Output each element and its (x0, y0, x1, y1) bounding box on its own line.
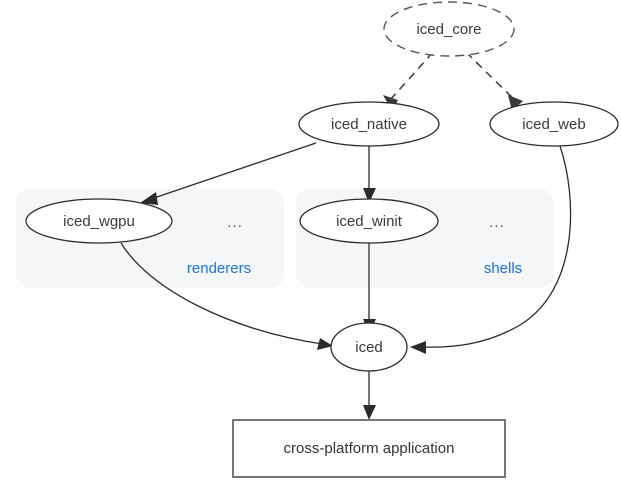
edge-iced-web-to-iced (410, 145, 572, 354)
node-iced-core-shape[interactable] (383, 1, 515, 57)
node-iced-shape[interactable] (330, 322, 408, 372)
edge-iced-native-to-iced-winit (363, 145, 376, 203)
arrowhead-icon (317, 338, 333, 350)
node-iced-native[interactable]: iced_native (298, 101, 440, 147)
node-iced-web-shape[interactable] (489, 101, 619, 147)
node-iced-wgpu-label: iced_wgpu (63, 213, 135, 230)
arrowhead-icon (363, 405, 376, 420)
node-iced-winit-shape[interactable] (299, 198, 439, 244)
cluster-shells-label: shells (484, 260, 522, 277)
node-iced[interactable]: iced (330, 322, 408, 372)
node-iced-wgpu-shape[interactable] (25, 198, 173, 244)
node-application-label: cross-platform application (284, 440, 455, 457)
edge-iced-to-application (363, 371, 376, 420)
node-iced-wgpu[interactable]: iced_wgpu (25, 198, 173, 244)
node-iced-native-shape[interactable] (298, 101, 440, 147)
node-iced-web[interactable]: iced_web (489, 101, 619, 147)
arrowhead-icon (363, 188, 376, 203)
node-application[interactable]: cross-platform application (232, 419, 506, 478)
shells-ellipsis: ... (489, 214, 505, 231)
edge-iced-native-to-iced-wgpu (140, 142, 317, 205)
node-application-shape[interactable] (232, 419, 506, 478)
edge-iced-core-to-iced-native (383, 51, 434, 111)
edge-iced-core-to-iced-web (465, 51, 523, 111)
node-iced-winit-label: iced_winit (336, 213, 403, 230)
node-iced-core[interactable]: iced_core (383, 1, 515, 57)
arrowhead-icon (140, 192, 158, 205)
arrowhead-icon (410, 341, 426, 354)
edge-iced-wgpu-to-iced (120, 242, 333, 350)
node-iced-native-label: iced_native (331, 116, 407, 133)
renderers-ellipsis: ... (227, 214, 243, 231)
node-iced-label: iced (355, 339, 383, 356)
cluster-renderers-label: renderers (187, 260, 251, 277)
node-iced-winit[interactable]: iced_winit (299, 198, 439, 244)
node-iced-core-label: iced_core (416, 21, 481, 38)
node-iced-web-label: iced_web (522, 116, 585, 133)
